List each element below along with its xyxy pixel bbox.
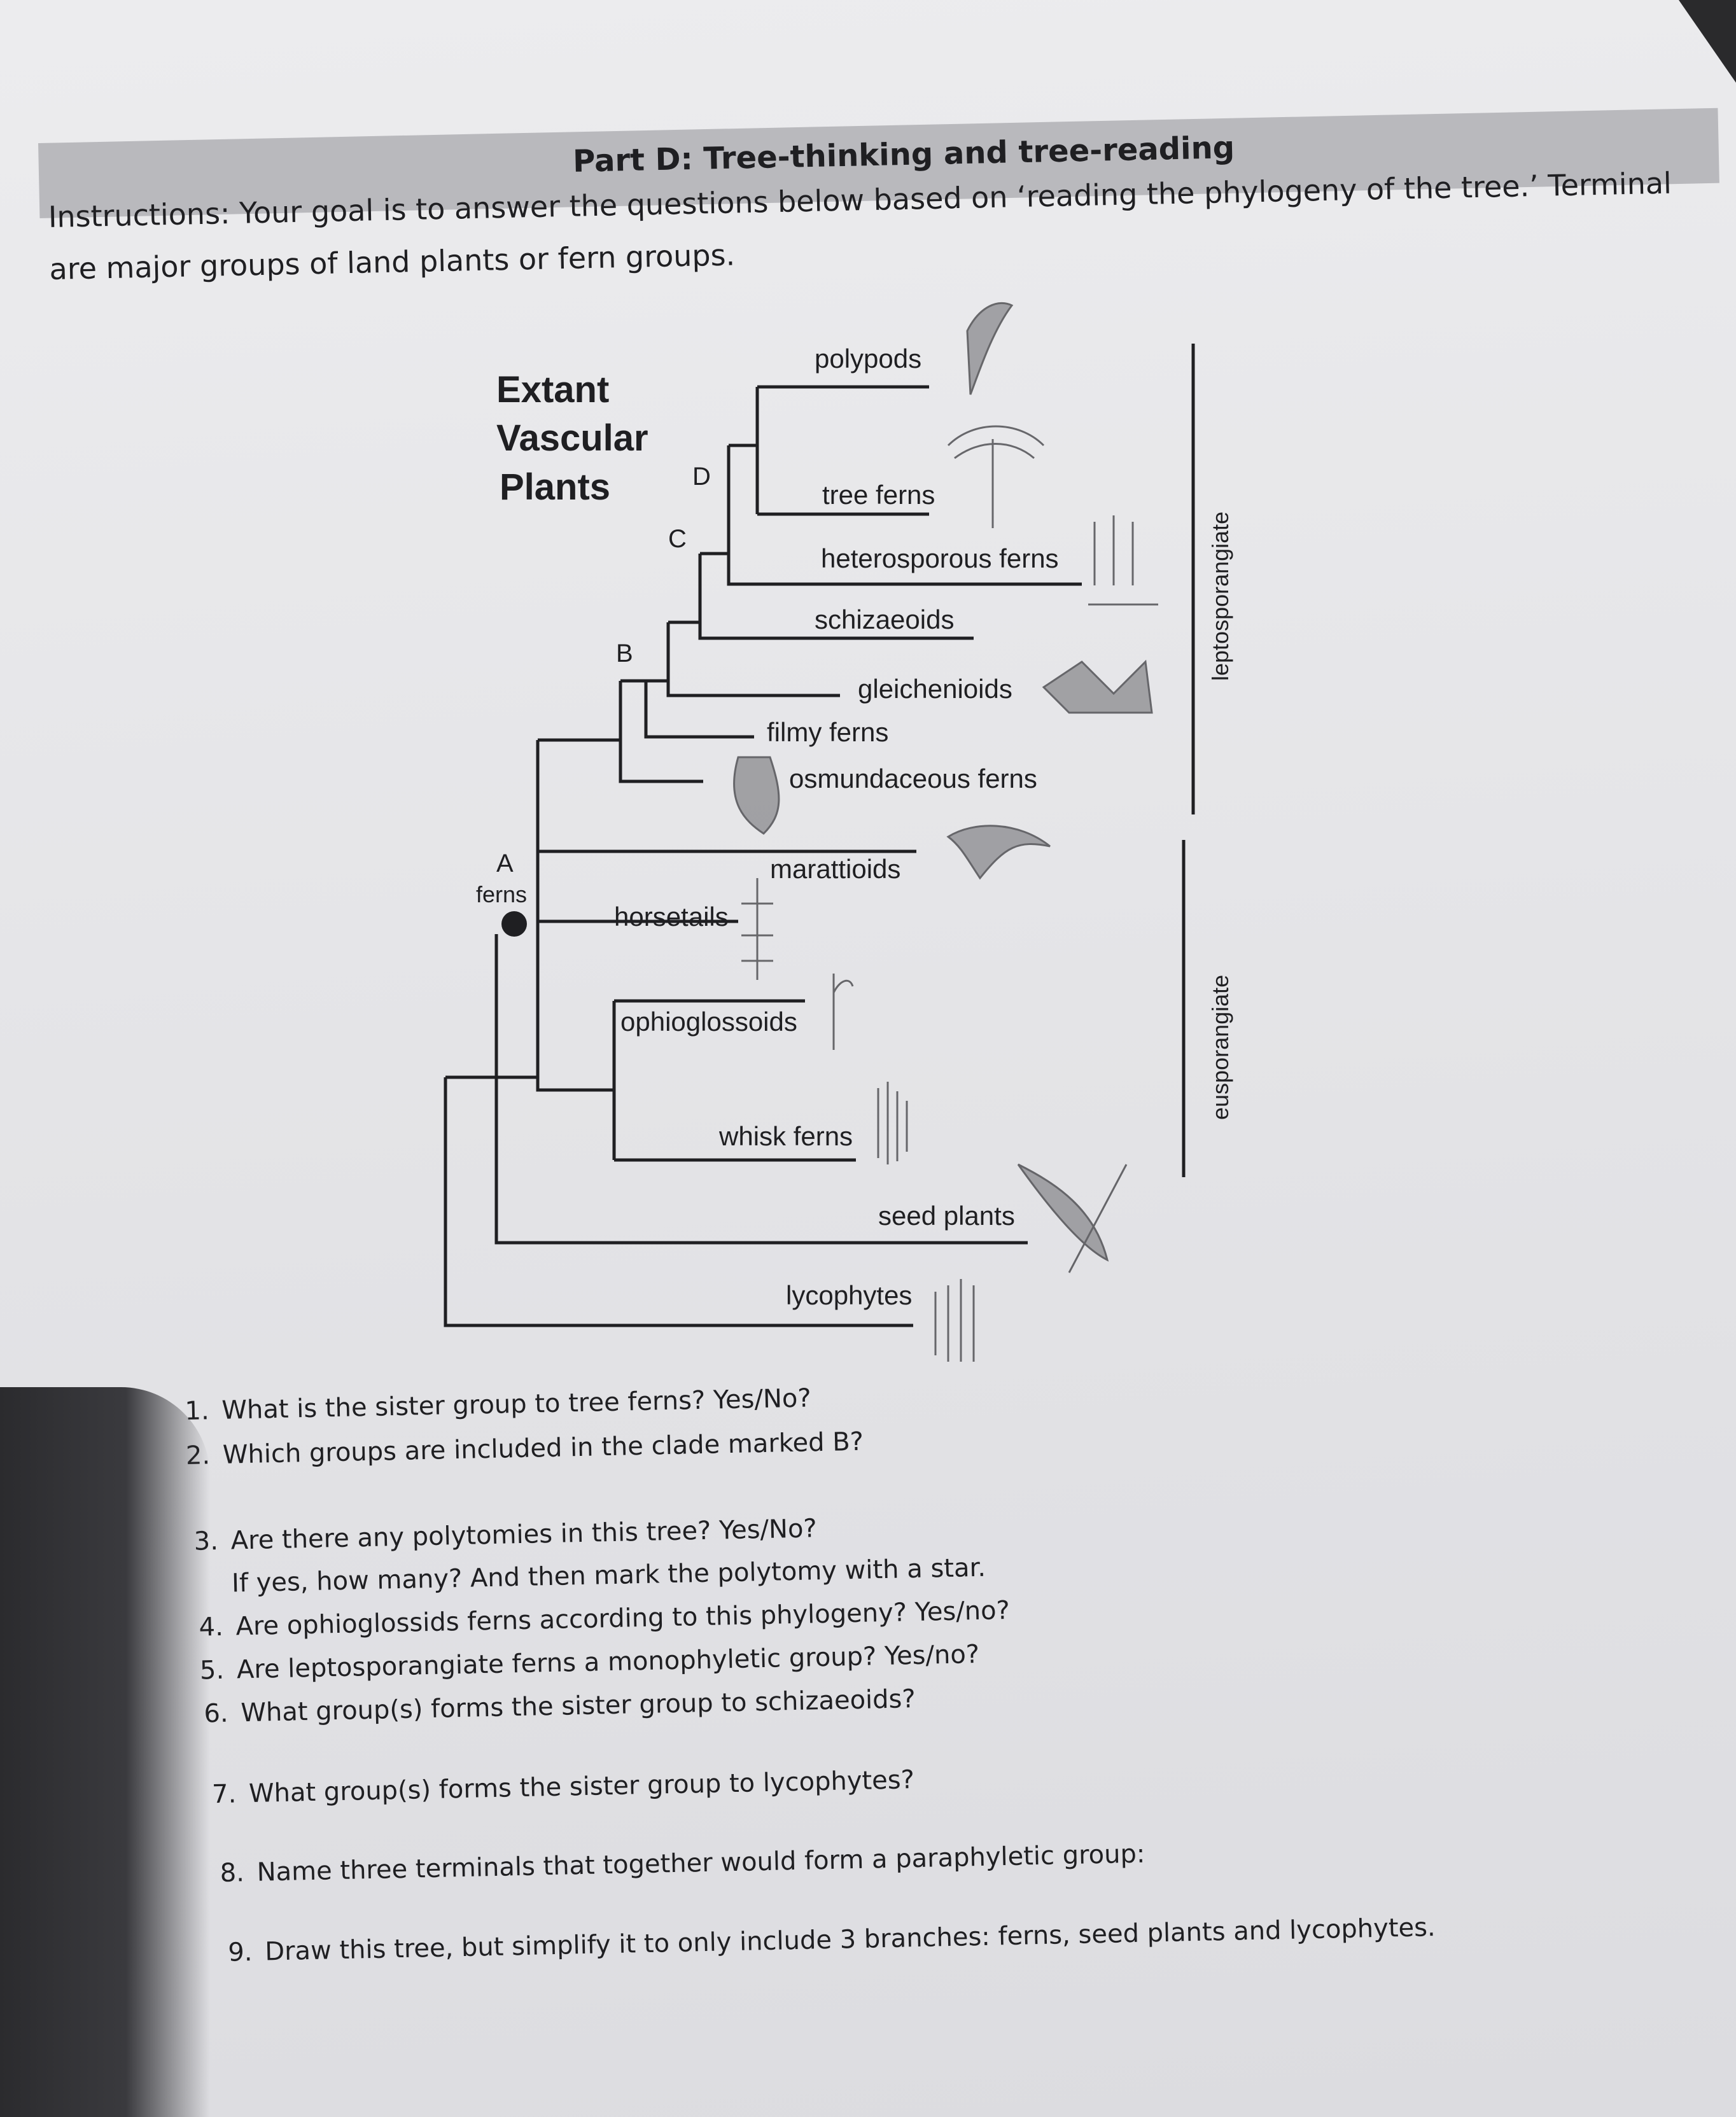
tree-title-line-3: Plants [500, 466, 610, 508]
phylogeny-tree: Extant Vascular Plants D C B A ferns pol… [444, 302, 1233, 1362]
ophioglossoid-icon [832, 974, 854, 1050]
page-corner-shadow [1679, 0, 1736, 83]
polypod-frond-icon [966, 302, 1014, 395]
branch-filmy [644, 679, 754, 739]
branch-d-stem [727, 444, 757, 512]
node-label-ferns: ferns [476, 881, 527, 907]
node-label-c: C [668, 525, 687, 553]
branch-d-clade [755, 385, 929, 516]
node-label-d: D [692, 463, 711, 491]
branch-osmundaceous [619, 679, 703, 783]
question-number: 8. [220, 1858, 245, 1888]
branch-heterosporous [727, 512, 1082, 586]
tree-fern-icon [947, 425, 1045, 528]
horsetail-icon [741, 878, 773, 980]
question-number: 9. [227, 1937, 253, 1967]
marattioid-icon [946, 825, 1051, 880]
hand-shadow [0, 1387, 210, 2117]
heterosporous-fern-icon [1088, 515, 1158, 606]
tree-title-line-2: Vascular [496, 417, 648, 459]
taxon-osmundaceous-ferns: osmundaceous ferns [789, 764, 1037, 793]
taxon-ophioglossoids: ophioglossoids [620, 1007, 797, 1037]
bracket-label-eusporangiate: eusporangiate [1207, 975, 1233, 1120]
taxon-marattioids: marattioids [770, 854, 900, 884]
question-number: 7. [211, 1779, 237, 1810]
taxon-filmy-ferns: filmy ferns [767, 717, 888, 747]
tree-branches [444, 344, 1195, 1327]
gleichenioid-icon [1042, 659, 1153, 714]
taxon-seed-plants: seed plants [878, 1201, 1015, 1231]
node-label-b: B [616, 639, 633, 667]
taxon-polypods: polypods [815, 344, 921, 374]
branch-lycophytes [444, 1075, 913, 1327]
lycophyte-icon [934, 1279, 975, 1362]
whisk-fern-icon [877, 1082, 908, 1164]
taxon-horsetails: horsetails [614, 902, 729, 932]
taxon-lycophytes: lycophytes [786, 1280, 912, 1310]
taxon-schizaeoids: schizaeoids [815, 604, 954, 634]
branch-marattioids [536, 738, 916, 853]
taxon-tree-ferns: tree ferns [822, 480, 935, 510]
ferns-node-marker [501, 911, 527, 937]
tree-title-line-1: Extant [496, 369, 609, 410]
branch-ophio-whisk-tips [614, 999, 856, 1162]
taxon-gleichenioids: gleichenioids [858, 674, 1012, 704]
branch-ophio-whisk [536, 921, 616, 1160]
branch-schizaeoids-gleich [666, 620, 840, 697]
branch-seed-plants [494, 934, 1028, 1245]
osmundaceous-fern-icon [733, 756, 780, 835]
taxon-heterosporous-ferns: heterosporous ferns [821, 543, 1059, 573]
bracket-label-leptosporangiate: leptosporangiate [1207, 512, 1233, 681]
seed-plant-icon [1017, 1163, 1128, 1273]
taxon-whisk-ferns: whisk ferns [718, 1121, 853, 1151]
node-label-a: A [496, 849, 514, 877]
branch-c-node [698, 552, 974, 640]
